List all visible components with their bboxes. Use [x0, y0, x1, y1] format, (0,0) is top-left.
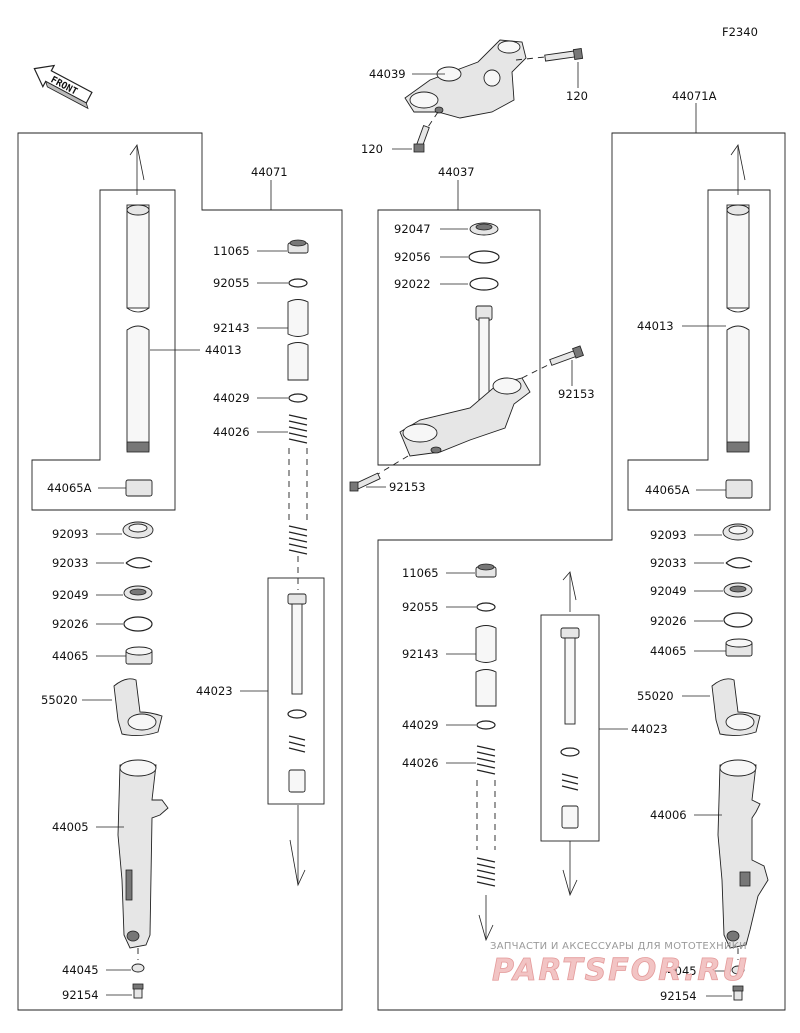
oring-cr-92055	[476, 602, 496, 612]
watermark-tagline: ЗАПЧАСТИ И АКСЕССУАРЫ ДЛЯ МОТОТЕХНИКИ	[490, 941, 747, 952]
label-left-92093: 92093	[52, 527, 89, 541]
label-left-92049: 92049	[52, 588, 89, 602]
label-cr-11065: 11065	[402, 566, 439, 580]
label-left-44005: 44005	[52, 820, 89, 834]
diagram-code: F2340	[722, 25, 758, 39]
bolt-92153-lower	[349, 472, 381, 492]
frame-right-inner-tube	[627, 189, 771, 511]
label-92153-lower: 92153	[389, 480, 426, 494]
label-cl-44029: 44029	[213, 391, 250, 405]
washer-cr-44029	[476, 720, 496, 730]
label-44039: 44039	[369, 67, 406, 81]
label-44071A: 44071A	[672, 89, 717, 103]
label-left-44065A: 44065A	[47, 481, 92, 495]
label-right-44065: 44065	[650, 644, 687, 658]
damper-rod-cl-44023	[287, 593, 307, 793]
label-left-55020: 55020	[41, 693, 78, 707]
label-right-92026: 92026	[650, 614, 687, 628]
watermark-brand-logo: PARTSFOR.RU	[492, 953, 749, 988]
label-left-92026: 92026	[52, 617, 89, 631]
washer-right-92049	[723, 582, 753, 598]
label-cr-44029: 44029	[402, 718, 439, 732]
guard-right-55020	[711, 678, 761, 737]
label-44037: 44037	[438, 165, 475, 179]
washer-left-44045	[131, 963, 145, 973]
label-right-44045: 44045	[660, 964, 697, 978]
outer-tube-right-44006	[717, 759, 769, 949]
guard-left-55020	[113, 678, 163, 737]
label-right-44006: 44006	[650, 808, 687, 822]
label-right-92033: 92033	[650, 556, 687, 570]
spring-cr-44026	[476, 745, 496, 887]
frame-right-assembly	[377, 132, 786, 1011]
label-cr-44023: 44023	[631, 722, 668, 736]
collar-cr-92143	[475, 625, 497, 707]
bolt-120-lower	[413, 125, 430, 153]
label-cr-44026: 44026	[402, 756, 439, 770]
label-right-44013: 44013	[637, 319, 674, 333]
oring-cl-92055	[288, 278, 308, 288]
bolt-92153-upper	[549, 345, 584, 366]
label-right-55020: 55020	[637, 689, 674, 703]
bush-right-44065	[725, 638, 753, 657]
inner-tube-right	[726, 204, 750, 453]
oil-seal-left-92093	[122, 521, 154, 539]
ring-right-92026	[723, 612, 753, 628]
bush-left-44065	[125, 646, 153, 665]
label-92153-upper: 92153	[558, 387, 595, 401]
label-120-lower: 120	[361, 142, 383, 156]
frame-stem-assembly	[377, 209, 541, 466]
damper-rod-cr-44023	[560, 571, 580, 897]
bush-right-44065A	[725, 479, 753, 499]
bolt-right-92154	[732, 985, 744, 1001]
label-cl-11065: 11065	[213, 244, 250, 258]
label-left-92033: 92033	[52, 556, 89, 570]
frame-left-inner-tube	[31, 189, 176, 511]
label-cl-44026: 44026	[213, 425, 250, 439]
label-left-44045: 44045	[62, 963, 99, 977]
circlip-right-92033	[725, 557, 753, 569]
lower-triple-clamp-stem	[399, 305, 531, 457]
inner-tube-left	[126, 204, 150, 453]
label-92047: 92047	[394, 222, 431, 236]
label-120-upper: 120	[566, 89, 588, 103]
bolt-left-92154	[132, 983, 144, 999]
label-92022: 92022	[394, 277, 431, 291]
label-44071: 44071	[251, 165, 288, 179]
bush-left-44065A	[125, 479, 153, 497]
bolt-120-upper	[544, 48, 584, 62]
frame-left-assembly	[17, 132, 343, 1011]
label-cr-92143: 92143	[402, 647, 439, 661]
washer-cl-44029	[288, 393, 308, 403]
washer-right-44045	[731, 965, 745, 975]
label-cl-92143: 92143	[213, 321, 250, 335]
cap-bolt-cl-11065	[287, 239, 309, 254]
label-cl-44023: 44023	[196, 684, 233, 698]
label-left-44065: 44065	[52, 649, 89, 663]
ring-left-92026	[123, 616, 153, 632]
label-92056: 92056	[394, 250, 431, 264]
oil-seal-right-92093	[722, 523, 754, 541]
spring-cl-44026	[288, 414, 308, 555]
label-right-92093: 92093	[650, 528, 687, 542]
label-left-92154: 92154	[62, 988, 99, 1002]
upper-triple-clamp	[404, 39, 527, 119]
stem-bearing-parts	[468, 222, 500, 291]
front-arrow-icon: FRONT	[33, 64, 93, 110]
outer-tube-left-44005	[117, 759, 169, 949]
label-left-44013: 44013	[205, 343, 242, 357]
label-right-44065A: 44065A	[645, 483, 690, 497]
circlip-left-92033	[125, 557, 153, 569]
label-right-92154: 92154	[660, 989, 697, 1003]
collar-cl-92143	[287, 299, 309, 381]
cap-bolt-cr-11065	[475, 563, 497, 578]
label-right-92049: 92049	[650, 584, 687, 598]
label-cr-92055: 92055	[402, 600, 439, 614]
washer-left-92049	[123, 585, 153, 601]
label-cl-92055: 92055	[213, 276, 250, 290]
